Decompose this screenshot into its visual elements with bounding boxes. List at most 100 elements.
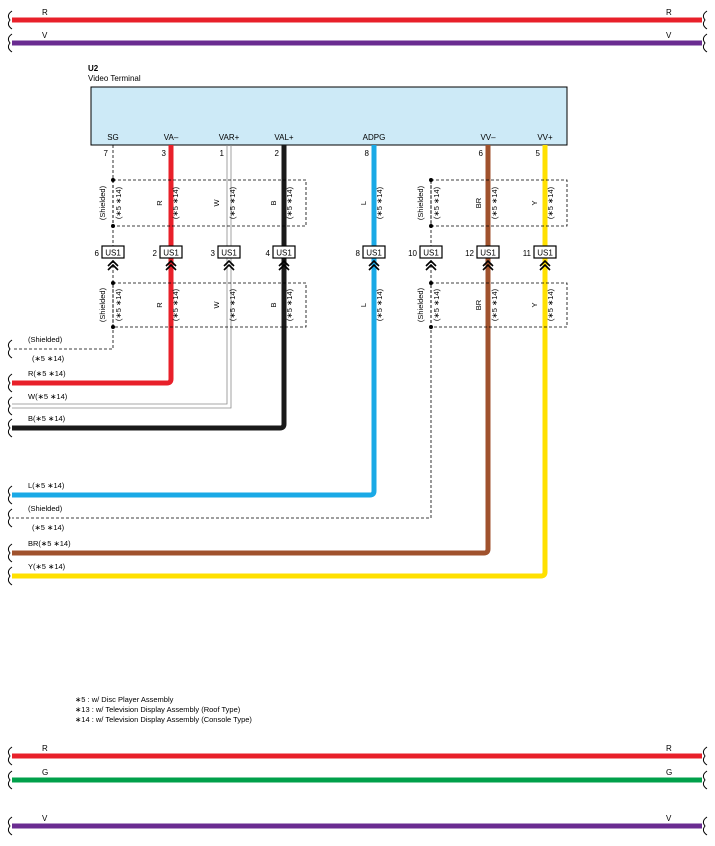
wire-w [12, 145, 228, 405]
wire-break-mark [7, 373, 13, 393]
upper-section-box [430, 179, 568, 227]
pin-name: VV– [480, 133, 496, 142]
junction-box [362, 245, 386, 259]
pin-number: 3 [162, 149, 167, 158]
wire-w [12, 145, 232, 409]
lower-section-label: (∗5 ∗14) [490, 288, 499, 321]
junction-box [419, 245, 443, 259]
signal-wires [12, 145, 548, 579]
pin-name: VA– [164, 133, 179, 142]
shield-node [429, 325, 433, 329]
upper-section-box [112, 179, 307, 227]
pin-number: 8 [365, 149, 370, 158]
bottom-wire-right-label: G [666, 768, 672, 777]
junction-arrow [223, 259, 235, 271]
junction-box [476, 245, 500, 259]
lower-section-box [430, 282, 568, 328]
junction-label: US1 [163, 249, 179, 258]
wire-break-mark [7, 543, 13, 563]
lower-section-label: Y [530, 302, 539, 307]
upper-section-label: (∗5 ∗14) [375, 186, 384, 219]
shield-node [111, 178, 115, 182]
upper-section-label: (∗5 ∗14) [432, 186, 441, 219]
junction-pin-number: 2 [153, 249, 158, 258]
side-wire-labels: (Shielded)(∗5 ∗14)R(∗5 ∗14)W(∗5 ∗14)B(∗5… [7, 335, 71, 586]
lower-section-label: W [212, 301, 221, 309]
junction-arrow [278, 259, 290, 271]
bottom-wire-left-label: V [42, 814, 48, 823]
junction-arrow [425, 259, 437, 271]
side-wire-label: B(∗5 ∗14) [28, 414, 66, 423]
wire-break-mark [7, 33, 13, 53]
junction-box [217, 245, 241, 259]
wire-break-mark [7, 396, 13, 416]
side-wire-label: L(∗5 ∗14) [28, 481, 65, 490]
side-wire-label: (Shielded) [28, 504, 63, 513]
junction-pin-number: 8 [356, 249, 361, 258]
top-wire-left-label: V [42, 31, 48, 40]
pin-number: 7 [104, 149, 109, 158]
junction-label: US1 [105, 249, 121, 258]
shield-node [111, 224, 115, 228]
footnote: ∗13 : w/ Television Display Assembly (Ro… [75, 705, 241, 714]
wire-break-mark [7, 10, 13, 30]
wire-b [12, 145, 287, 431]
upper-section-label: (Shielded) [98, 185, 107, 220]
side-wire-label: (Shielded) [28, 335, 63, 344]
side-wire-label: R(∗5 ∗14) [28, 369, 66, 378]
bottom-wire-right-label: V [666, 814, 672, 823]
wire-break-mark [7, 485, 13, 505]
junction-label: US1 [480, 249, 496, 258]
junction-box [159, 245, 183, 259]
wire-break-mark [702, 33, 708, 53]
upper-section-label: Y [530, 200, 539, 205]
lower-section-label: (∗5 ∗14) [114, 288, 123, 321]
upper-section-label: (∗5 ∗14) [171, 186, 180, 219]
wire-break-mark [7, 746, 13, 766]
junction-arrow [165, 259, 177, 271]
wire-r [12, 145, 174, 386]
lower-section-label: R [155, 302, 164, 308]
upper-section-label: (∗5 ∗14) [285, 186, 294, 219]
wire-break-mark [702, 10, 708, 30]
upper-section-label: (Shielded) [416, 185, 425, 220]
junction-arrow [539, 259, 551, 271]
junction-arrow [482, 259, 494, 271]
junction-label: US1 [221, 249, 237, 258]
top-wire-right-label: V [666, 31, 672, 40]
junction-label: US1 [366, 249, 382, 258]
shield-node [429, 178, 433, 182]
lower-section-label: BR [474, 299, 483, 310]
top-wire-right-label: R [666, 8, 672, 17]
lower-section-label: (∗5 ∗14) [375, 288, 384, 321]
wire-break-mark [7, 339, 13, 359]
shield-node [111, 281, 115, 285]
pin-name: VAL+ [274, 133, 294, 142]
junction-box [533, 245, 557, 259]
connector-id: U2 [88, 64, 99, 73]
pin-name: ADPG [363, 133, 386, 142]
lower-section-label: (∗5 ∗14) [171, 288, 180, 321]
junction-arrow [368, 259, 380, 271]
shield-node [429, 281, 433, 285]
pin-number: 6 [479, 149, 484, 158]
bottom-wire-right-label: R [666, 744, 672, 753]
upper-section-label: B [269, 200, 278, 205]
junction-arrow [107, 259, 119, 271]
junction-label: US1 [537, 249, 553, 258]
upper-section-label: (∗5 ∗14) [490, 186, 499, 219]
junction-pin-number: 6 [95, 249, 100, 258]
junction-pin-number: 10 [408, 249, 417, 258]
wire-break-mark [7, 566, 13, 586]
top-wire-left-label: R [42, 8, 48, 17]
lower-section-label: (Shielded) [98, 287, 107, 322]
connector-name: Video Terminal [88, 74, 141, 83]
pin-number: 1 [220, 149, 225, 158]
junction-pin-number: 12 [465, 249, 474, 258]
lower-section-label: (∗5 ∗14) [432, 288, 441, 321]
side-wire-label: BR(∗5 ∗14) [28, 539, 71, 548]
lower-section-label: (Shielded) [416, 287, 425, 322]
wire-break-mark [7, 770, 13, 790]
wire-break-mark [7, 418, 13, 438]
